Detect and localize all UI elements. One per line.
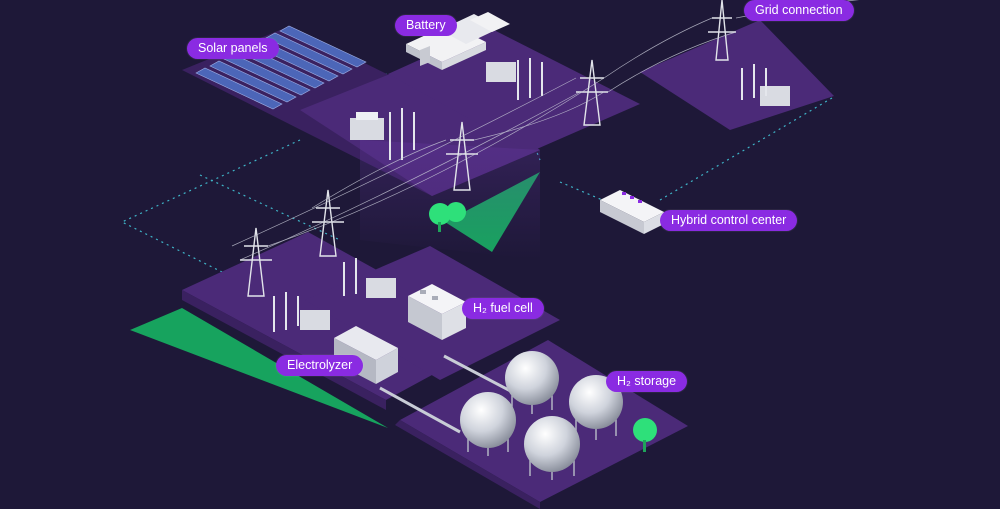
control-center-building (600, 190, 664, 234)
substation-battery (486, 58, 543, 100)
substation-electrolyzer (273, 292, 330, 332)
green-wedge-lower (130, 308, 388, 428)
label-grid-connection: Grid connection (744, 0, 854, 21)
fuel-cell-unit (408, 284, 466, 340)
substation-grid (741, 64, 790, 106)
substation-fuelcell (343, 258, 396, 298)
power-lines (231, 0, 860, 261)
substation-solar (350, 108, 415, 160)
label-h2-fuel-cell: H₂ fuel cell (462, 298, 544, 319)
battery-modules (406, 12, 510, 70)
label-electrolyzer: Electrolyzer (276, 355, 364, 376)
pipes (379, 354, 521, 434)
trees (429, 202, 657, 452)
label-h2-storage: H₂ storage (606, 371, 688, 392)
label-hybrid-control-center: Hybrid control center (660, 210, 798, 231)
label-battery: Battery (395, 15, 457, 36)
label-solar-panels: Solar panels (187, 38, 279, 59)
light-pillar (360, 140, 540, 260)
